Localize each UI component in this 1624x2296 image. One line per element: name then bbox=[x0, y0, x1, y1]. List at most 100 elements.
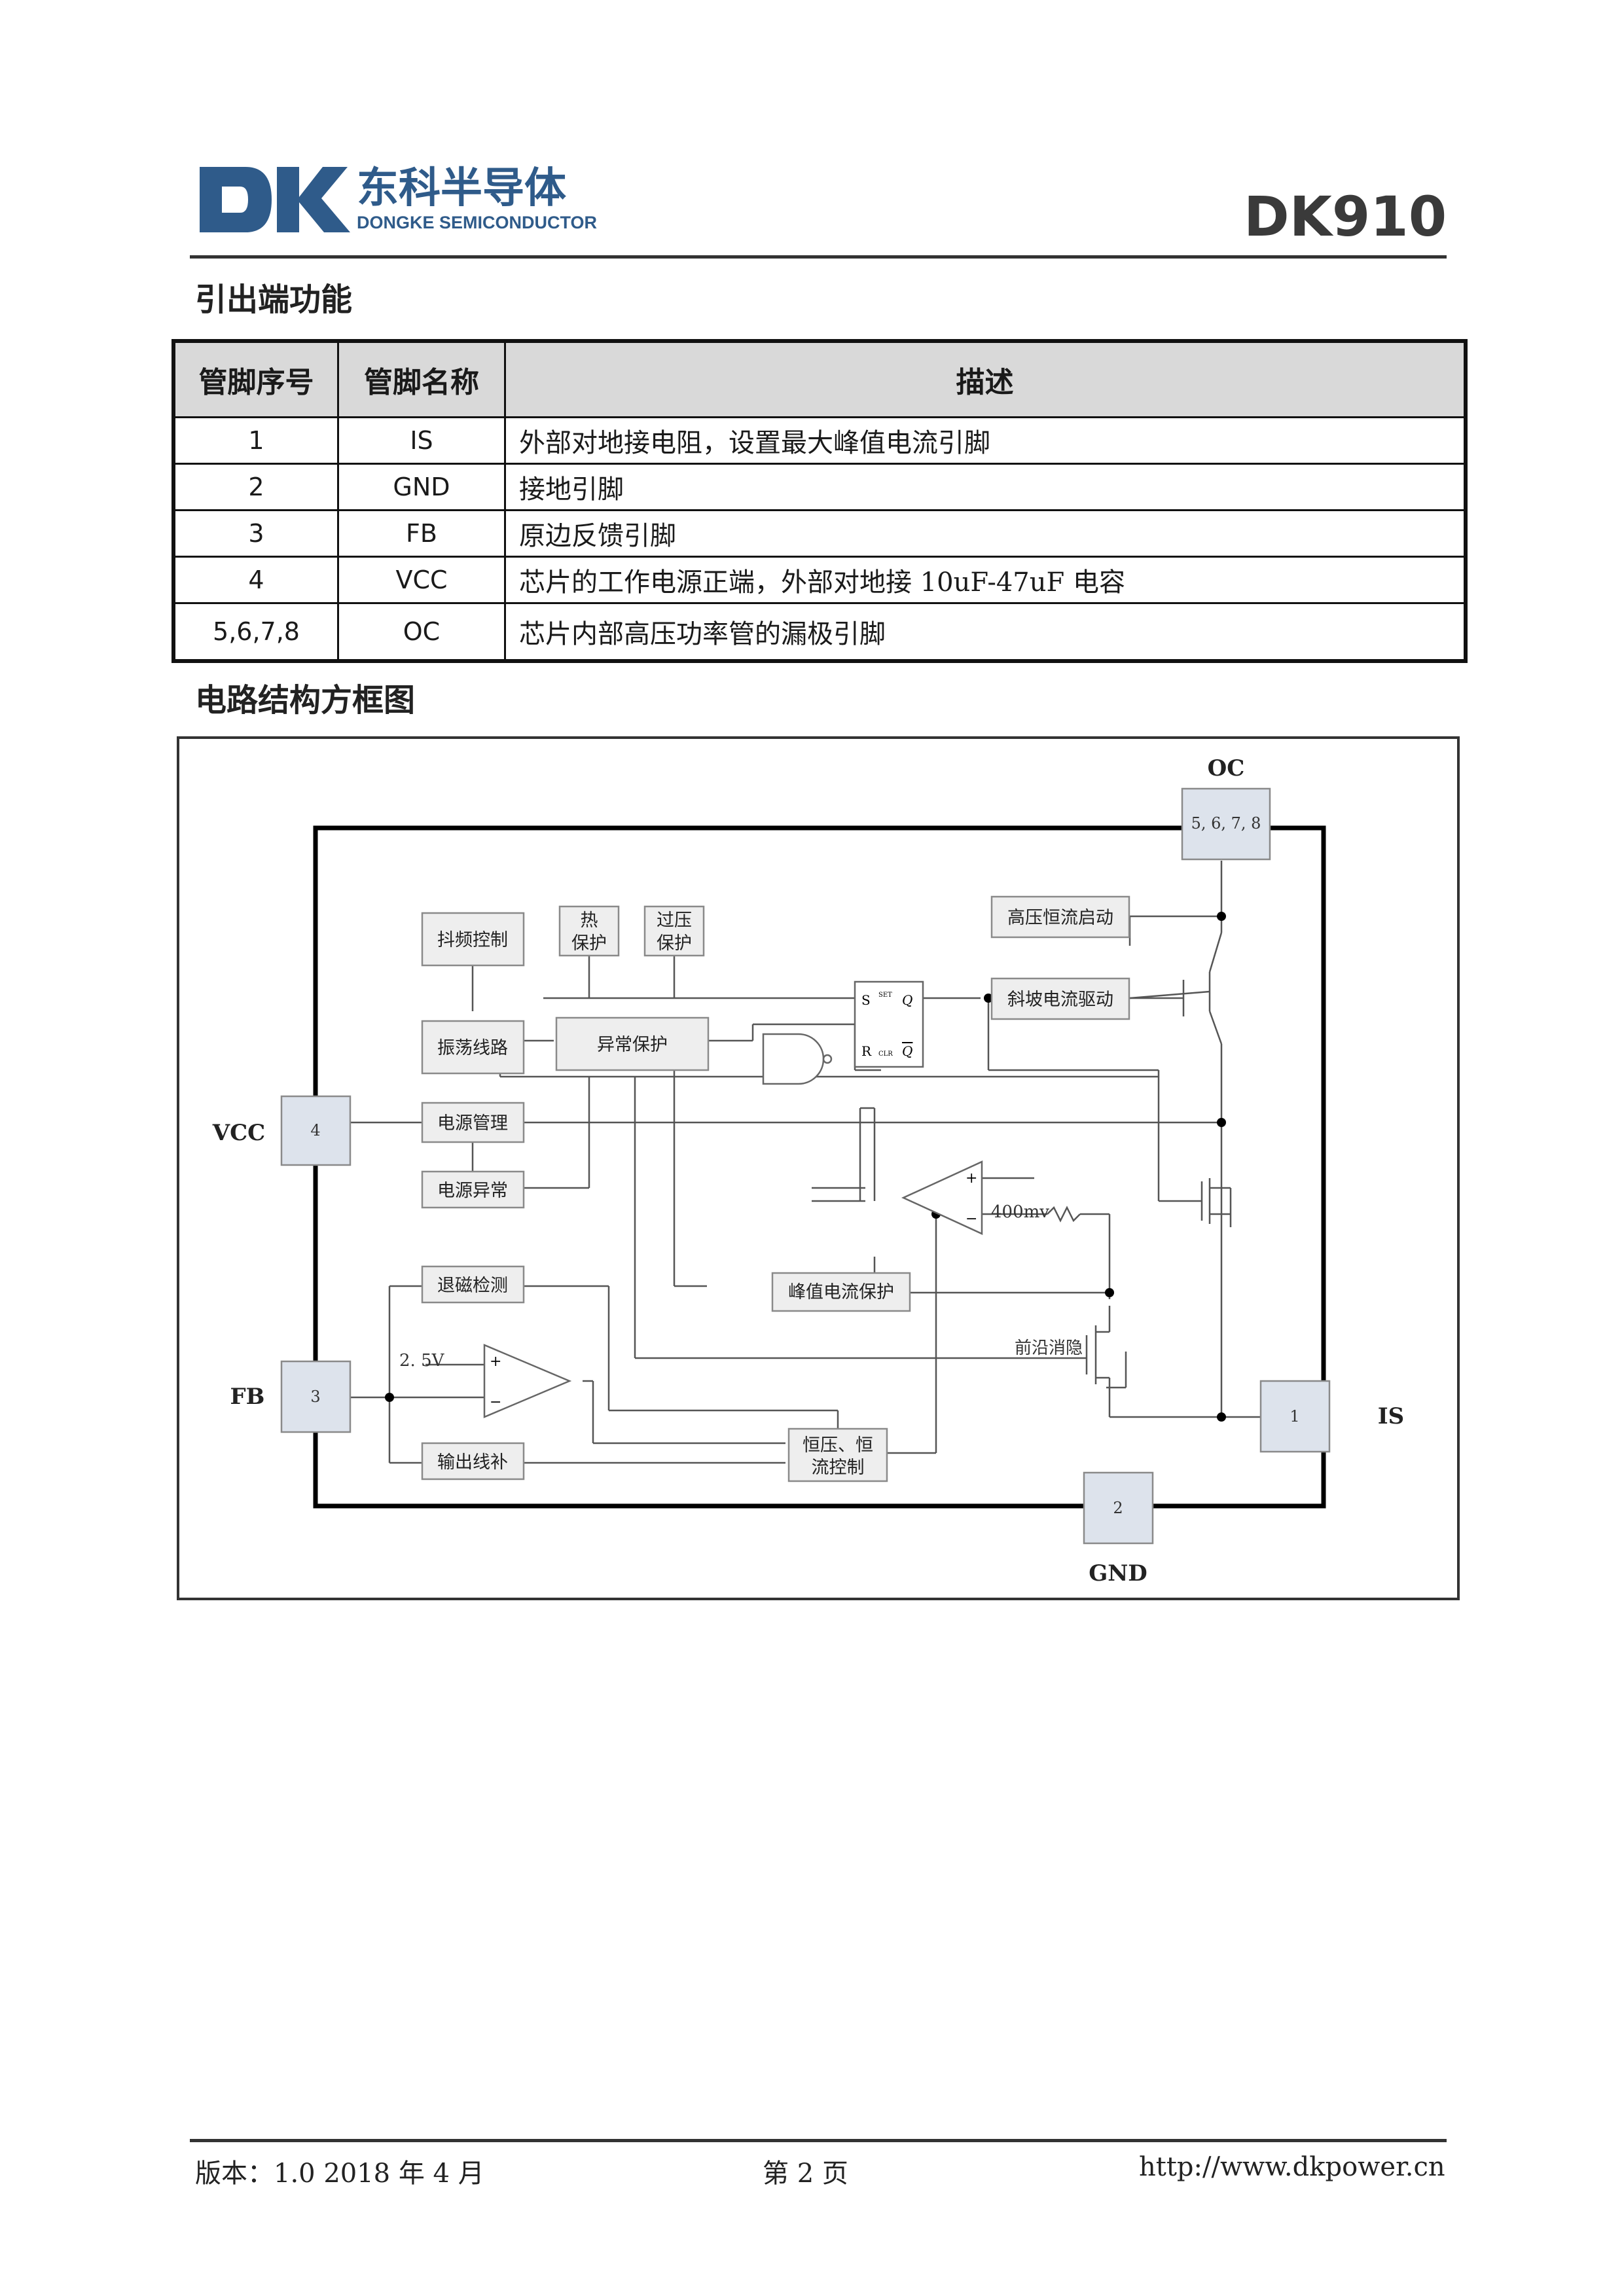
pin-fb-label: FB bbox=[230, 1384, 265, 1410]
table-row: 4 VCC 芯片的工作电源正端，外部对地接 10uF-47uF 电容 bbox=[172, 556, 1467, 604]
ff-r-label: R bbox=[861, 1043, 872, 1059]
power-management-label: 电源管理 bbox=[437, 1113, 508, 1134]
line-compensation-block bbox=[421, 1442, 525, 1480]
pin-no: 5,6,7,8 bbox=[172, 602, 339, 662]
logo-text-cn: 东科半导体 bbox=[357, 164, 566, 213]
footer-page-number: 第 2 页 bbox=[763, 2159, 848, 2189]
footer-divider bbox=[190, 2139, 1447, 2142]
bipolar-transistor-icon bbox=[1178, 980, 1185, 1016]
error-amplifier-icon bbox=[483, 1344, 572, 1418]
diagram-section-title: 电路结构方框图 bbox=[195, 682, 416, 719]
comparator-400mv-icon bbox=[901, 1160, 983, 1235]
ovp-block bbox=[643, 905, 705, 957]
comp2-minus: − bbox=[490, 1394, 501, 1410]
pin-gnd-label: GND bbox=[1089, 1560, 1147, 1587]
pin-name: VCC bbox=[337, 556, 506, 604]
pin-fb-number: 3 bbox=[310, 1388, 320, 1406]
pin-function-table: 管脚序号 管脚名称 描述 1 IS 外部对地接电阻，设置最大峰值电流引脚 2 G… bbox=[171, 339, 1468, 663]
pin-desc: 接地引脚 bbox=[504, 463, 1467, 511]
peak-current-protection-label: 峰值电流保护 bbox=[788, 1282, 894, 1302]
cv-cc-control-block bbox=[787, 1427, 888, 1482]
col-header-description: 描述 bbox=[504, 340, 1467, 418]
col-header-pin-name: 管脚名称 bbox=[337, 340, 506, 418]
company-logo: 东科半导体 DONGKE SEMICONDUCTOR bbox=[200, 164, 597, 232]
footer-website-link[interactable]: http://www.dkpower.cn bbox=[1139, 2152, 1445, 2182]
pin-is-label: IS bbox=[1378, 1403, 1404, 1429]
hv-start-label: 高压恒流启动 bbox=[1007, 908, 1113, 928]
nand-gate-icon bbox=[762, 1033, 825, 1085]
ref-2v5-label: 2. 5V bbox=[399, 1351, 445, 1371]
footer-version: 版本：1.0 2018 年 4 月 bbox=[195, 2159, 484, 2189]
jitter-control-label: 抖频控制 bbox=[437, 930, 508, 950]
pin-section-title: 引出端功能 bbox=[195, 281, 353, 318]
pin-no: 1 bbox=[172, 416, 339, 465]
jitter-control-block bbox=[421, 912, 525, 967]
cv-cc-label-1: 恒压、恒 bbox=[803, 1435, 873, 1456]
ff-q-label: Q bbox=[902, 992, 912, 1008]
table-row: 3 FB 原边反馈引脚 bbox=[172, 509, 1467, 558]
table-row: 5,6,7,8 OC 芯片内部高压功率管的漏极引脚 bbox=[172, 602, 1467, 662]
pin-name: FB bbox=[337, 509, 506, 558]
block-diagram: S R Q Q SET CLR + − + − 抖频控制 热 保护 过压 保护 … bbox=[177, 736, 1460, 1600]
logo-mark bbox=[200, 167, 350, 232]
junction-dots bbox=[385, 912, 1226, 1422]
pin-desc: 外部对地接电阻，设置最大峰值电流引脚 bbox=[504, 416, 1467, 465]
comp2-plus: + bbox=[490, 1354, 501, 1370]
pin-no: 4 bbox=[172, 556, 339, 604]
line-compensation-label: 输出线补 bbox=[437, 1452, 508, 1473]
slope-drive-block bbox=[990, 977, 1130, 1020]
oscillator-label: 振荡线路 bbox=[437, 1038, 508, 1058]
pin-desc: 芯片的工作电源正端，外部对地接 10uF-47uF 电容 bbox=[504, 556, 1467, 604]
oscillator-block bbox=[421, 1020, 525, 1075]
peak-current-protection-block bbox=[771, 1272, 911, 1312]
pin-vcc-number: 4 bbox=[310, 1121, 320, 1139]
demag-detect-label: 退磁检测 bbox=[437, 1276, 508, 1296]
table-row: 2 GND 接地引脚 bbox=[172, 463, 1467, 511]
pin-gnd-box bbox=[1083, 1471, 1154, 1545]
comp1-plus: + bbox=[965, 1170, 977, 1187]
slope-drive-label: 斜坡电流驱动 bbox=[1007, 990, 1113, 1010]
pin-vcc-label: VCC bbox=[212, 1120, 266, 1146]
pin-gnd-number: 2 bbox=[1113, 1499, 1123, 1517]
pin-desc: 原边反馈引脚 bbox=[504, 509, 1467, 558]
power-abnormal-label: 电源异常 bbox=[437, 1181, 508, 1201]
ovp-label-2: 保护 bbox=[657, 933, 692, 954]
ff-qbar-label: Q bbox=[902, 1043, 912, 1059]
hv-start-block bbox=[990, 895, 1130, 939]
thermal-protection-block bbox=[558, 905, 620, 957]
leb-label: 前沿消隐 bbox=[1015, 1338, 1083, 1358]
diagram-frame bbox=[177, 736, 1460, 1600]
pin-is-number: 1 bbox=[1290, 1407, 1299, 1426]
pin-no: 2 bbox=[172, 463, 339, 511]
pin-oc-label: OC bbox=[1208, 755, 1245, 781]
ovp-label-1: 过压 bbox=[657, 910, 692, 931]
thermal-label-2: 保护 bbox=[571, 933, 607, 954]
pin-oc-box bbox=[1181, 787, 1271, 861]
ff-clr-label: CLR bbox=[878, 1050, 893, 1058]
logo-text-en: DONGKE SEMICONDUCTOR bbox=[357, 213, 597, 232]
chip-boundary bbox=[313, 825, 1326, 1509]
demag-detect-block bbox=[421, 1265, 525, 1304]
power-mosfet-icon bbox=[1159, 1178, 1232, 1227]
pin-desc: 芯片内部高压功率管的漏极引脚 bbox=[504, 602, 1467, 662]
pin-name: IS bbox=[337, 416, 506, 465]
header-divider bbox=[190, 255, 1447, 259]
pin-name: GND bbox=[337, 463, 506, 511]
ff-set-label: SET bbox=[878, 992, 892, 999]
ff-s-label: S bbox=[861, 992, 871, 1008]
power-management-block bbox=[421, 1102, 525, 1143]
pin-fb-box bbox=[280, 1360, 352, 1433]
comp1-minus: − bbox=[965, 1211, 977, 1227]
document-id: DK910 bbox=[1244, 185, 1447, 249]
pin-oc-number: 5, 6, 7, 8 bbox=[1191, 814, 1261, 833]
table-row: 1 IS 外部对地接电阻，设置最大峰值电流引脚 bbox=[172, 416, 1467, 465]
pin-no: 3 bbox=[172, 509, 339, 558]
pin-is-box bbox=[1259, 1380, 1331, 1453]
pin-vcc-box bbox=[280, 1095, 352, 1166]
col-header-pin-no: 管脚序号 bbox=[172, 340, 339, 418]
power-abnormal-block bbox=[421, 1170, 525, 1209]
pin-name: OC bbox=[337, 602, 506, 662]
thermal-label-1: 热 bbox=[581, 910, 598, 931]
cv-cc-label-2: 流控制 bbox=[812, 1458, 865, 1478]
abnormal-protection-block bbox=[555, 1016, 710, 1071]
